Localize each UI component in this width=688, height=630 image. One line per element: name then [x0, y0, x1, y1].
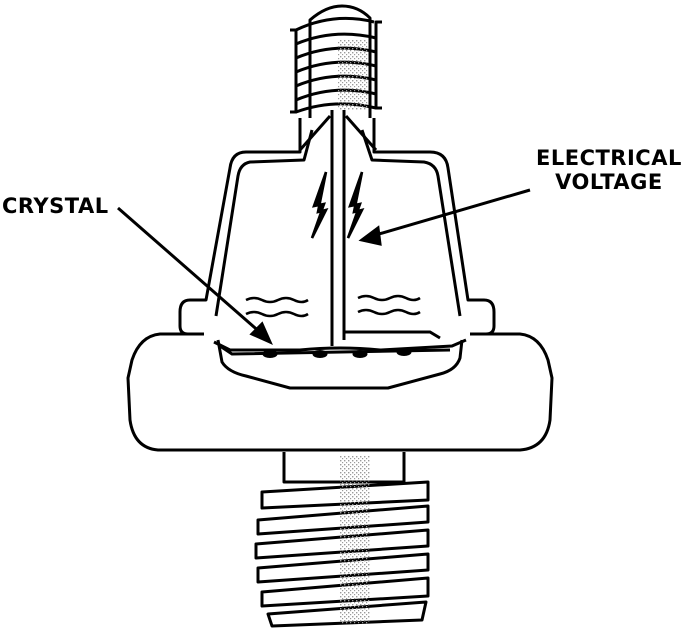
lightning-bolt-icon [310, 171, 365, 239]
electrical-voltage-label-line1: ELECTRICAL [536, 146, 682, 170]
crystal-leader-line [117, 206, 263, 336]
voltage-arrowhead [358, 225, 382, 246]
bottom-threaded-stud [254, 452, 430, 628]
electrical-voltage-label-line2: VOLTAGE [555, 170, 663, 194]
voltage-leader-line [371, 188, 531, 238]
crystal-arrowhead [249, 321, 273, 345]
center-electrode [298, 110, 441, 346]
crystal-label: CRYSTAL [2, 194, 109, 218]
sensor-housing [126, 118, 554, 452]
leader-lines [117, 188, 531, 345]
fluid-waves [245, 294, 421, 318]
crystal-disc [213, 338, 467, 358]
top-threaded-stud [290, 4, 382, 118]
electrical-voltage-label: ELECTRICAL VOLTAGE [536, 146, 682, 194]
